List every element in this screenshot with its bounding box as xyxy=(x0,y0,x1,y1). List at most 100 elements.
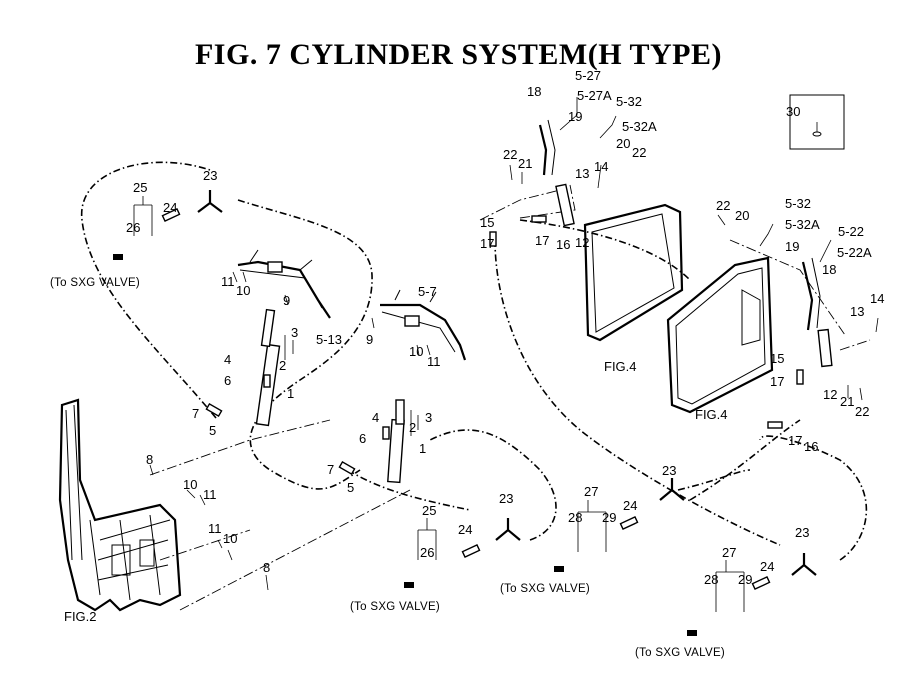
label-7: 7 xyxy=(192,406,199,421)
label-2: 2 xyxy=(279,358,286,373)
label-24b: 24 xyxy=(458,522,472,537)
label-11d: 11 xyxy=(427,354,441,369)
label-13b: 13 xyxy=(850,304,864,319)
label-17b: 17 xyxy=(535,233,549,248)
label-14b: 14 xyxy=(870,291,884,306)
label-8b: 8 xyxy=(263,560,270,575)
label-5-32Ab: 5-32A xyxy=(785,217,820,232)
label-24c: 24 xyxy=(623,498,637,513)
cylinder-center xyxy=(380,289,467,484)
label-6b: 6 xyxy=(359,431,366,446)
label-5-27A: 5-27A xyxy=(577,88,612,103)
label-10d: 10 xyxy=(409,344,423,359)
label-27: 27 xyxy=(584,484,598,499)
label-5b: 5 xyxy=(347,480,354,495)
valve-fittings xyxy=(113,254,697,636)
label-19: 19 xyxy=(568,109,582,124)
label-23d: 23 xyxy=(795,525,809,540)
label-9: 9 xyxy=(283,293,290,308)
label-10c: 10 xyxy=(223,531,237,546)
label-1: 1 xyxy=(287,386,294,401)
label-5-27: 5-27 xyxy=(575,68,601,83)
door-panel-upper xyxy=(538,119,684,342)
label-7b: 7 xyxy=(327,462,334,477)
label-29: 29 xyxy=(602,510,616,525)
label-6: 6 xyxy=(224,373,231,388)
label-17c: 17 xyxy=(770,374,784,389)
label-8: 8 xyxy=(146,452,153,467)
label-22c: 22 xyxy=(716,198,730,213)
label-11c: 11 xyxy=(208,521,222,536)
label-22b: 22 xyxy=(503,147,517,162)
label-28: 28 xyxy=(568,510,582,525)
label-15: 15 xyxy=(480,215,494,230)
label-28b: 28 xyxy=(704,572,718,587)
label-11: 11 xyxy=(221,274,235,289)
label-2b: 2 xyxy=(409,420,416,435)
label-5-32A: 5-32A xyxy=(622,119,657,134)
label-24: 24 xyxy=(163,200,177,215)
label-4: 4 xyxy=(224,352,231,367)
label-20b: 20 xyxy=(735,208,749,223)
label-21b: 21 xyxy=(840,394,854,409)
hose-fittings xyxy=(161,207,804,591)
door-panel-lower xyxy=(666,256,833,414)
label-23b: 23 xyxy=(499,491,513,506)
valve-notes: (To SXG VALVE) (To SXG VALVE) (To SXG VA… xyxy=(50,277,725,659)
label-22d: 22 xyxy=(855,404,869,419)
label-19b: 19 xyxy=(785,239,799,254)
label-5-32b: 5-32 xyxy=(785,196,811,211)
label-23: 23 xyxy=(203,168,217,183)
label-5-7: 5-7 xyxy=(418,284,437,299)
label-17: 17 xyxy=(480,236,494,251)
hose-routes xyxy=(81,161,868,561)
label-20: 20 xyxy=(616,136,630,151)
label-26b: 26 xyxy=(420,545,434,560)
label-10b: 10 xyxy=(183,477,197,492)
label-18b: 18 xyxy=(822,262,836,277)
label-21: 21 xyxy=(518,156,532,171)
label-5-32: 5-32 xyxy=(616,94,642,109)
label-fig4a: FIG.4 xyxy=(604,359,637,374)
label-17d: 17 xyxy=(788,433,802,448)
frame-fig2 xyxy=(58,398,182,612)
label-16b: 16 xyxy=(804,439,818,454)
label-5: 5 xyxy=(209,423,216,438)
label-18: 18 xyxy=(527,84,541,99)
note-sxg-1: (To SXG VALVE) xyxy=(50,277,140,289)
label-23c: 23 xyxy=(662,463,676,478)
label-5-13: 5-13 xyxy=(316,332,342,347)
label-15b: 15 xyxy=(770,351,784,366)
alignment-lines xyxy=(149,184,871,611)
label-3: 3 xyxy=(291,325,298,340)
label-27b: 27 xyxy=(722,545,736,560)
label-9b: 9 xyxy=(366,332,373,347)
label-fig2: FIG.2 xyxy=(64,609,97,624)
label-14: 14 xyxy=(594,159,608,174)
inset-part-30 xyxy=(789,94,845,150)
label-4b: 4 xyxy=(372,410,379,425)
note-sxg-4: (To SXG VALVE) xyxy=(635,647,725,659)
label-11b: 11 xyxy=(203,487,217,502)
label-24d: 24 xyxy=(760,559,774,574)
label-12: 12 xyxy=(575,235,589,250)
label-5-22: 5-22 xyxy=(838,224,864,239)
label-10: 10 xyxy=(236,283,250,298)
label-22: 22 xyxy=(632,145,646,160)
label-12b: 12 xyxy=(823,387,837,402)
label-26: 26 xyxy=(126,220,140,235)
tee-fittings xyxy=(197,190,817,576)
label-25: 25 xyxy=(133,180,147,195)
label-13: 13 xyxy=(575,166,589,181)
part-labels: 23 25 24 26 11 10 9 5-13 3 2 4 6 1 7 5 8… xyxy=(64,68,884,624)
label-25b: 25 xyxy=(422,503,436,518)
label-29b: 29 xyxy=(738,572,752,587)
label-30: 30 xyxy=(786,104,800,119)
label-3b: 3 xyxy=(425,410,432,425)
diagram-title: FIG. 7 CYLINDER SYSTEM(H TYPE) xyxy=(194,38,722,71)
note-sxg-3: (To SXG VALVE) xyxy=(500,583,590,595)
label-1b: 1 xyxy=(419,441,426,456)
label-fig4b: FIG.4 xyxy=(695,407,728,422)
label-5-22A: 5-22A xyxy=(837,245,872,260)
